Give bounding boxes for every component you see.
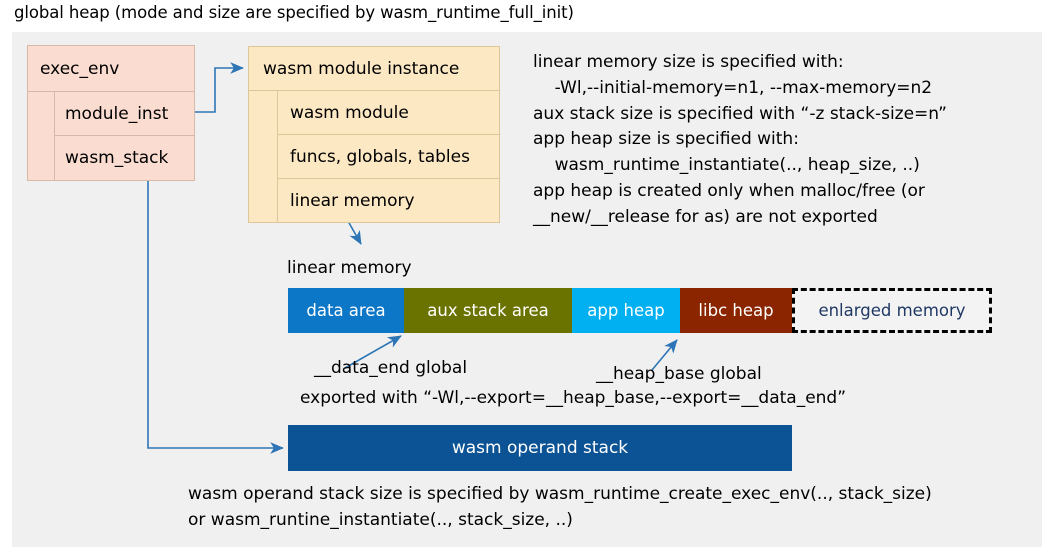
annotation-heap-base: __heap_base global <box>596 364 762 384</box>
wasm-module-instance-field-funcs-globals-tables: funcs, globals, tables <box>277 135 499 179</box>
memory-segment-label: app heap <box>587 301 665 320</box>
exec-env-field-wasm-stack-label: wasm_stack <box>65 148 169 168</box>
wasm-operand-stack-bar: wasm operand stack <box>288 425 792 471</box>
annotation-data-end: __data_end global <box>314 358 468 378</box>
wasm-module-instance-field-linear-memory-label: linear memory <box>290 190 415 211</box>
exec-env-header: exec_env <box>28 46 194 92</box>
linear-memory-strip-label: linear memory <box>287 258 412 278</box>
exec-env-box: exec_env module_inst wasm_stack <box>27 45 195 181</box>
wasm-module-instance-header: wasm module instance <box>249 47 499 91</box>
exec-env-header-label: exec_env <box>40 58 120 79</box>
wasm-operand-stack-label: wasm operand stack <box>451 438 629 458</box>
memory-segment-label: aux stack area <box>427 301 549 320</box>
wasm-module-instance-box: wasm module instance wasm module funcs, … <box>248 46 500 223</box>
wasm-module-instance-field-funcs-globals-tables-label: funcs, globals, tables <box>290 146 470 167</box>
wasm-module-instance-header-label: wasm module instance <box>263 58 460 79</box>
annotation-exported-with: exported with “-Wl,--export=__heap_base,… <box>300 388 847 408</box>
memory-segment-aux-stack-area: aux stack area <box>404 288 572 333</box>
memory-segment-data-area: data area <box>288 288 404 333</box>
memory-segment-label: enlarged memory <box>818 301 966 320</box>
memory-segment-enlarged-memory: enlarged memory <box>792 288 992 333</box>
diagram-title: global heap (mode and size are specified… <box>14 3 574 22</box>
exec-env-field-wasm-stack: wasm_stack <box>54 136 194 180</box>
memory-segment-label: libc heap <box>698 301 774 320</box>
linear-memory-strip: data area aux stack area app heap libc heap… <box>288 288 992 333</box>
config-notes: linear memory size is specified with: -W… <box>533 52 947 227</box>
wasm-module-instance-field-linear-memory: linear memory <box>277 179 499 222</box>
memory-segment-label: data area <box>306 301 386 320</box>
memory-segment-libc-heap: libc heap <box>680 288 792 333</box>
wasm-module-instance-field-wasm-module-label: wasm module <box>290 102 409 123</box>
operand-stack-notes: wasm operand stack size is specified by … <box>188 484 932 530</box>
exec-env-field-module-inst: module_inst <box>54 92 194 136</box>
wasm-module-instance-field-wasm-module: wasm module <box>277 91 499 135</box>
exec-env-field-module-inst-label: module_inst <box>65 103 169 124</box>
memory-segment-app-heap: app heap <box>572 288 680 333</box>
